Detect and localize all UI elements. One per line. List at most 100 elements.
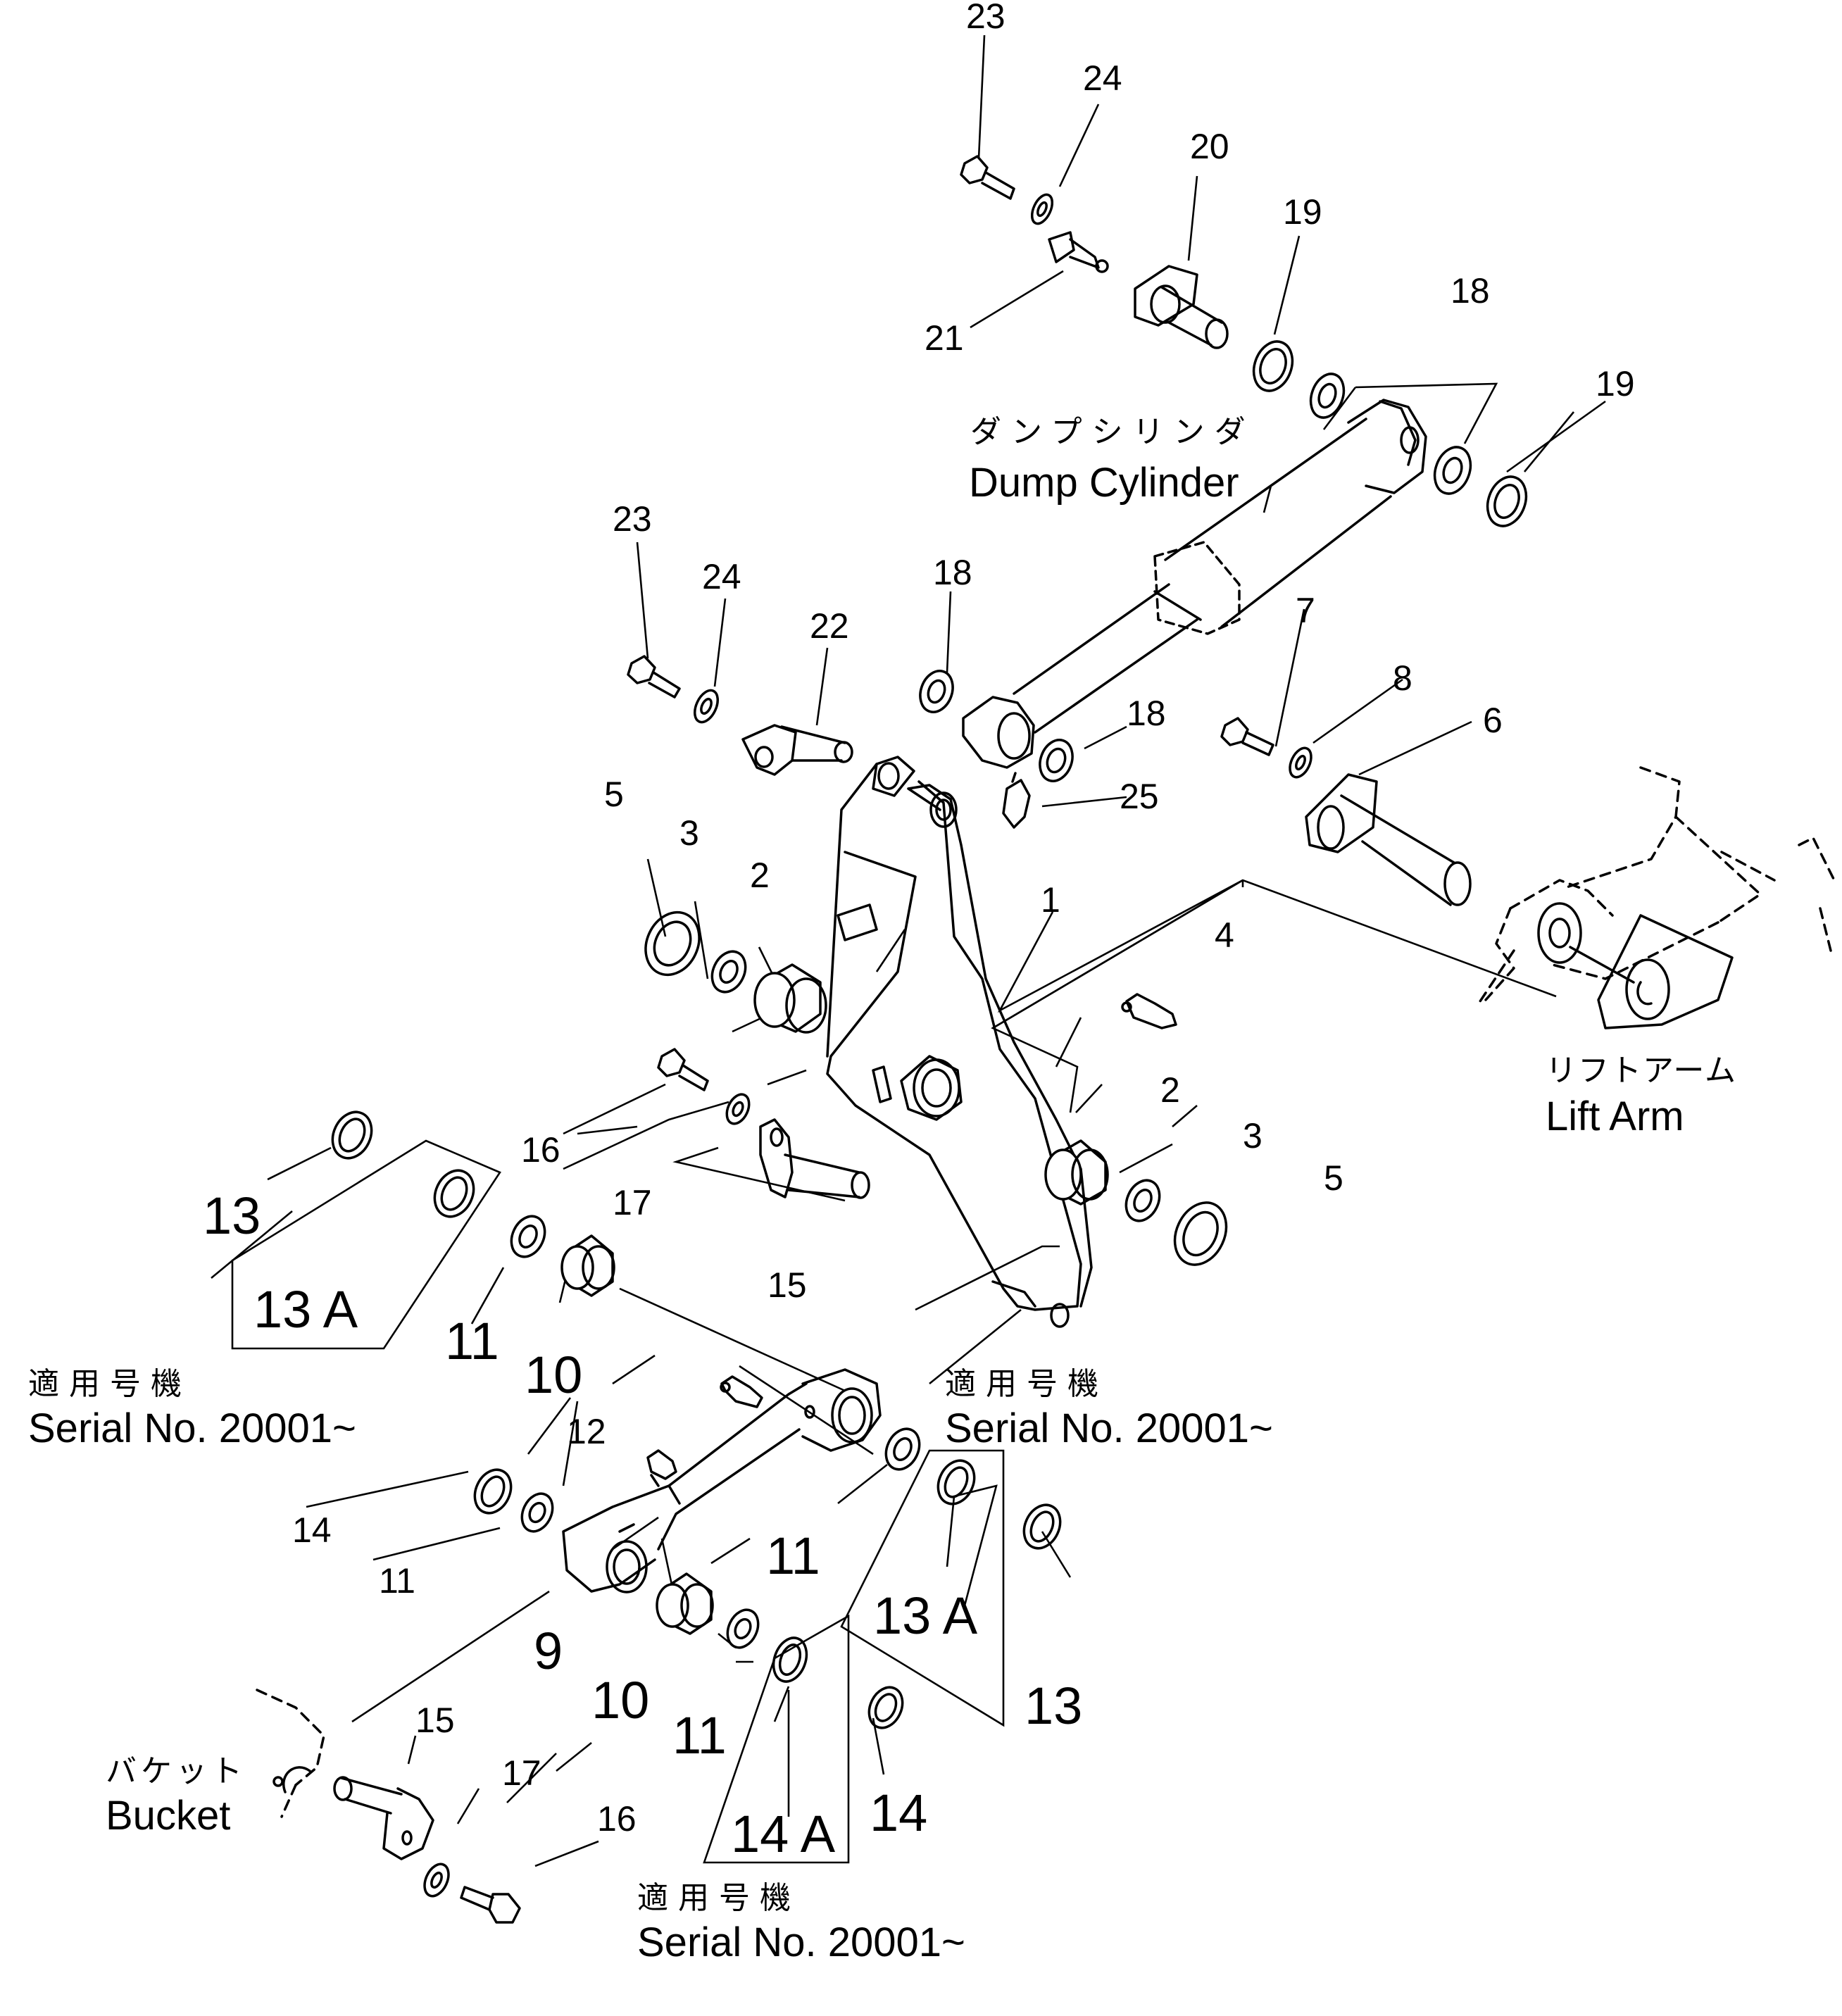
applicability-left-serial: Serial No. 20001~ (28, 1405, 356, 1451)
callout-8: 8 (1393, 658, 1412, 698)
callout-2-left: 2 (750, 856, 770, 895)
bucket-label-jp: バケット (106, 1753, 246, 1789)
callout-17-mid: 17 (613, 1183, 652, 1222)
leader-lines (211, 35, 1606, 1867)
grease-fitting-12-lower (646, 1449, 677, 1487)
callout-13A-right: 13 A (873, 1586, 978, 1645)
bushing-18-lower (919, 670, 954, 713)
callout-10-left: 10 (525, 1346, 582, 1404)
washer-5-left (644, 910, 701, 977)
callout-11-center: 11 (766, 1527, 820, 1585)
bushing-2-left (753, 963, 827, 1034)
washer-13-left (331, 1110, 373, 1160)
dump-cylinder (1013, 399, 1427, 734)
callout-13-left: 13 (203, 1187, 261, 1245)
callout-6: 6 (1483, 701, 1503, 740)
callout-5-right: 5 (1324, 1158, 1343, 1198)
washer-24-top (1030, 193, 1054, 225)
callout-25: 25 (1120, 777, 1159, 816)
callout-1: 1 (1041, 880, 1060, 920)
callout-14-right: 14 (870, 1784, 927, 1842)
washer-14-right (867, 1686, 904, 1729)
callout-17-bottom: 17 (502, 1753, 541, 1793)
callout-24-mid: 24 (702, 557, 741, 596)
bushing-18-right (1433, 446, 1472, 495)
washer-14-left (473, 1468, 513, 1515)
washer-8 (1289, 746, 1312, 779)
callout-14-left: 14 (292, 1510, 332, 1550)
callout-12: 12 (567, 1412, 606, 1451)
callout-18-top: 18 (1451, 271, 1490, 311)
washer-19-right (1486, 475, 1528, 527)
bolt-16-mid (657, 1048, 709, 1091)
pin-22 (741, 724, 853, 776)
callout-3-right: 3 (1243, 1116, 1263, 1156)
link-9 (562, 1368, 882, 1594)
callout-15-mid: 15 (768, 1265, 807, 1305)
callout-18-lower: 18 (1127, 694, 1166, 733)
applicability-center-serial: Serial No. 20001~ (945, 1405, 1273, 1451)
lift-arm-label-jp: リフトアーム (1546, 1053, 1737, 1089)
callout-16-bottom: 16 (597, 1799, 637, 1839)
bolt-16-bottom (460, 1886, 521, 1924)
callout-19-top: 19 (1283, 192, 1322, 232)
callout-3-left: 3 (679, 813, 699, 853)
pin-20 (1134, 265, 1229, 349)
callout-11-lower-left: 11 (379, 1561, 415, 1601)
callout-4: 4 (1215, 915, 1234, 955)
callout-numbers: 23 24 20 21 19 18 19 23 24 22 18 18 25 7… (203, 0, 1635, 1863)
cylinder-rod-eye (962, 696, 1035, 769)
grease-fitting-25 (1002, 772, 1031, 829)
bushing-18-lower-right (1039, 739, 1074, 782)
pin-15-bottom (333, 1776, 434, 1860)
applicability-boxes (231, 1139, 1005, 1864)
dump-cylinder-label-en: Dump Cylinder (969, 460, 1239, 506)
callout-23-top: 23 (966, 0, 1005, 36)
pin-15-mid (759, 1118, 870, 1199)
bushing-18-top (1309, 372, 1346, 419)
grease-fitting-4 (1121, 993, 1177, 1029)
washer-13-right (1022, 1503, 1062, 1550)
washer-5-right (1173, 1201, 1228, 1266)
washer-17-mid (725, 1093, 751, 1125)
callout-18-mid: 18 (933, 553, 972, 592)
bolt-23-top (960, 155, 1015, 200)
pin-6 (1305, 773, 1472, 906)
callout-19-right: 19 (1596, 364, 1635, 403)
callout-14A: 14 A (731, 1805, 836, 1863)
grease-fitting-21 (1048, 231, 1109, 273)
grease-fitting-12-upper (720, 1375, 763, 1408)
washer-24-mid (694, 689, 719, 724)
applicability-center-jp: 適用号機 (945, 1366, 1108, 1402)
box-14A (703, 1614, 850, 1864)
applicability-notes: 適用号機 Serial No. 20001~ 適用号機 Serial No. 2… (28, 1366, 1273, 1965)
callout-13-right: 13 (1025, 1677, 1082, 1735)
callout-2-right: 2 (1160, 1070, 1180, 1110)
bushing-11-lower (726, 1608, 760, 1649)
bushing-11-center (884, 1427, 921, 1471)
callout-23-mid: 23 (613, 499, 652, 539)
shim-14A (772, 1636, 808, 1683)
applicability-left-jp: 適用号機 (28, 1366, 192, 1402)
box-13A-left (231, 1139, 501, 1350)
bolt-7 (1220, 717, 1274, 756)
callout-9: 9 (534, 1622, 563, 1680)
bushing-2-right (1044, 1139, 1109, 1206)
callout-10-lower: 10 (591, 1671, 649, 1729)
washer-17-bottom (423, 1862, 450, 1898)
callout-11-left: 11 (445, 1312, 499, 1370)
component-labels: ダンプシリンダ Dump Cylinder リフトアーム Lift Arm バケ… (106, 414, 1737, 1839)
bushing-3-left (710, 950, 747, 994)
shim-13A-right (936, 1459, 976, 1505)
dump-cylinder-label-jp: ダンプシリンダ (970, 414, 1255, 450)
lift-arm (1477, 766, 1836, 1029)
callout-13A-left: 13 A (253, 1280, 358, 1339)
callout-24-top: 24 (1083, 58, 1122, 98)
bell-crank-1 (826, 756, 1093, 1328)
callout-20: 20 (1190, 127, 1229, 166)
applicability-bottom-jp: 適用号機 (637, 1880, 801, 1916)
bucket-label-en: Bucket (106, 1793, 230, 1839)
callout-22: 22 (810, 606, 849, 646)
